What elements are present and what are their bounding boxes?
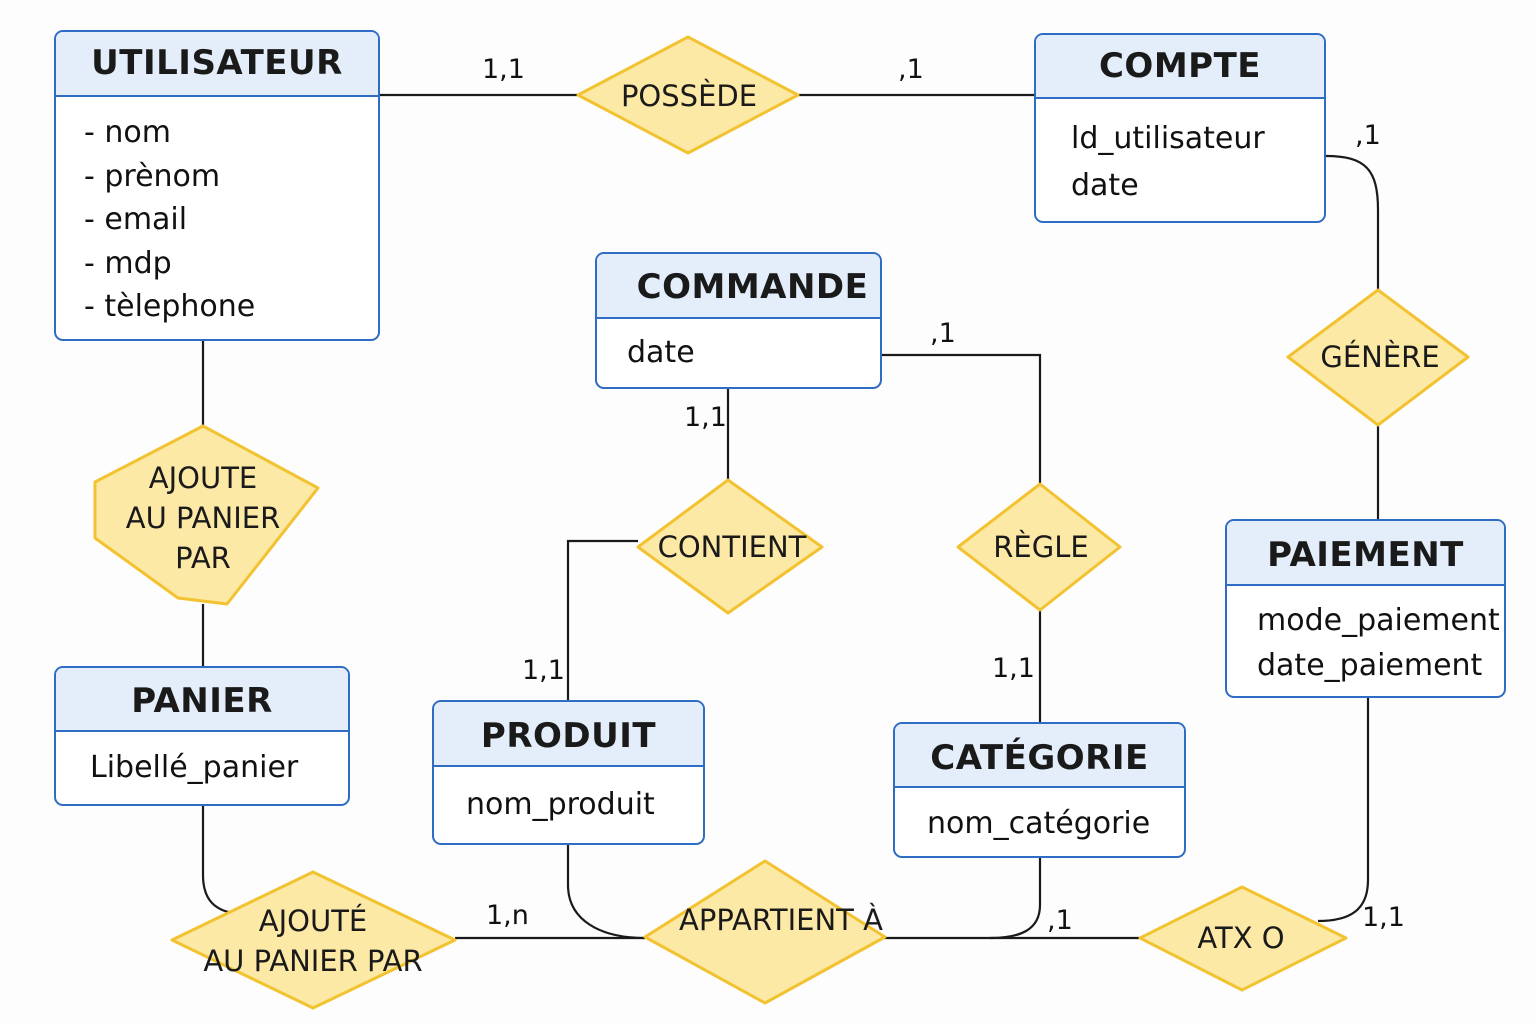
entity-paiement-attributes: mode_paiement date_paiement — [1227, 586, 1504, 688]
attribute-prenom: - prènom — [84, 158, 221, 194]
line-produit-appartient — [566, 845, 646, 940]
entity-compte-attributes: ld_utilisateur date — [1036, 99, 1324, 209]
line-contient-produit — [566, 539, 638, 700]
relation-ajoute-line-2: AU PANIER — [125, 501, 281, 535]
attribute-date-paiement: date_paiement — [1257, 648, 1483, 683]
relation-genere-shape — [1286, 288, 1470, 427]
relation-regle[interactable]: RÈGLE — [993, 530, 1089, 564]
relation-atxo-shape — [1138, 885, 1348, 992]
attribute-libelle-panier: Libellé_panier — [90, 750, 299, 785]
relation-regle-shape — [956, 482, 1122, 612]
entity-categorie-title: CATÉGORIE — [895, 724, 1184, 788]
line-panier-ajoute2 — [201, 806, 241, 916]
relation-ajoute-au-panier-par[interactable]: AJOUTÉ AU PANIER PAR — [203, 901, 422, 981]
line-compte-genere — [1325, 154, 1380, 290]
entity-paiement-title: PAIEMENT — [1227, 521, 1504, 586]
relation-ajoute2-line-2: AU PANIER PAR — [203, 944, 423, 978]
cardinality-compte-possede: ,1 — [898, 54, 924, 85]
line-atxo-paiement — [1317, 698, 1370, 923]
entity-categorie[interactable]: CATÉGORIE nom_catégorie — [893, 722, 1186, 858]
entity-categorie-attributes: nom_catégorie — [895, 788, 1184, 852]
relation-ajoute-line-3: PAR — [175, 541, 231, 575]
entity-compte[interactable]: COMPTE ld_utilisateur date — [1034, 33, 1326, 223]
entity-produit[interactable]: PRODUIT nom_produit — [432, 700, 705, 845]
attribute-date: date — [1071, 168, 1139, 203]
relation-appartient-shape — [643, 859, 887, 1005]
entity-utilisateur-attributes: - nom - prènom - email - mdp - tèlephone — [56, 97, 378, 329]
entity-panier-attributes: Libellé_panier — [56, 732, 348, 794]
relation-contient[interactable]: CONTIENT — [657, 530, 807, 564]
entity-commande-attributes: date — [597, 319, 880, 381]
line-commande-regle — [882, 353, 1042, 484]
attribute-id-utilisateur: ld_utilisateur — [1071, 121, 1265, 156]
cardinality-categorie-regle: 1,1 — [992, 653, 1035, 684]
relation-possede-shape — [576, 35, 800, 155]
attribute-mode-paiement: mode_paiement — [1257, 603, 1500, 638]
entity-commande-title: COMMANDE — [597, 254, 880, 319]
relation-possede[interactable]: POSSÈDE — [620, 79, 758, 113]
entity-panier-title: PANIER — [56, 668, 348, 732]
attribute-mdp: - mdp — [84, 245, 172, 281]
entity-paiement[interactable]: PAIEMENT mode_paiement date_paiement — [1225, 519, 1506, 698]
cardinality-utilisateur-possede: 1,1 — [482, 54, 525, 85]
relation-appartient[interactable]: APPARTIENT À — [679, 903, 883, 937]
entity-compte-title: COMPTE — [1036, 35, 1324, 99]
cardinality-commande-contient: 1,1 — [684, 402, 727, 433]
entity-panier[interactable]: PANIER Libellé_panier — [54, 666, 350, 806]
cardinality-produit-contient: 1,1 — [522, 655, 565, 686]
attribute-nom-categorie: nom_catégorie — [927, 806, 1151, 841]
relation-contient-shape — [636, 478, 824, 615]
attribute-nom-produit: nom_produit — [466, 787, 655, 822]
entity-produit-attributes: nom_produit — [434, 767, 703, 833]
cardinality-panier-appartient: 1,n — [486, 900, 529, 931]
attribute-date: date — [627, 335, 695, 370]
relation-genere[interactable]: GÉNÈRE — [1320, 340, 1440, 374]
relation-ajoute-au-panier[interactable]: AJOUTE AU PANIER PAR — [126, 458, 280, 578]
relation-ajoute-line-1: AJOUTE — [148, 461, 258, 495]
attribute-email: - email — [84, 202, 188, 237]
relation-ajoute-shape — [93, 424, 320, 606]
relation-atxo[interactable]: ATX O — [1197, 921, 1285, 955]
relation-ajoute2-shape — [170, 870, 457, 1010]
cardinality-compte-genere: ,1 — [1355, 120, 1381, 151]
line-categorie-appartient — [880, 858, 1042, 940]
cardinality-categorie-atxo: ,1 — [1047, 905, 1073, 936]
entity-utilisateur-title: UTILISATEUR — [56, 32, 378, 97]
entity-utilisateur[interactable]: UTILISATEUR - nom - prènom - email - mdp… — [54, 30, 380, 341]
attribute-telephone: - tèlephone — [84, 289, 256, 324]
cardinality-commande-regle: ,1 — [930, 318, 956, 349]
attribute-nom: - nom — [84, 115, 171, 150]
cardinality-paiement-atxo: 1,1 — [1362, 902, 1405, 933]
entity-commande[interactable]: COMMANDE date — [595, 252, 882, 389]
relation-ajoute2-line-1: AJOUTÉ — [258, 904, 368, 938]
entity-produit-title: PRODUIT — [434, 702, 703, 767]
